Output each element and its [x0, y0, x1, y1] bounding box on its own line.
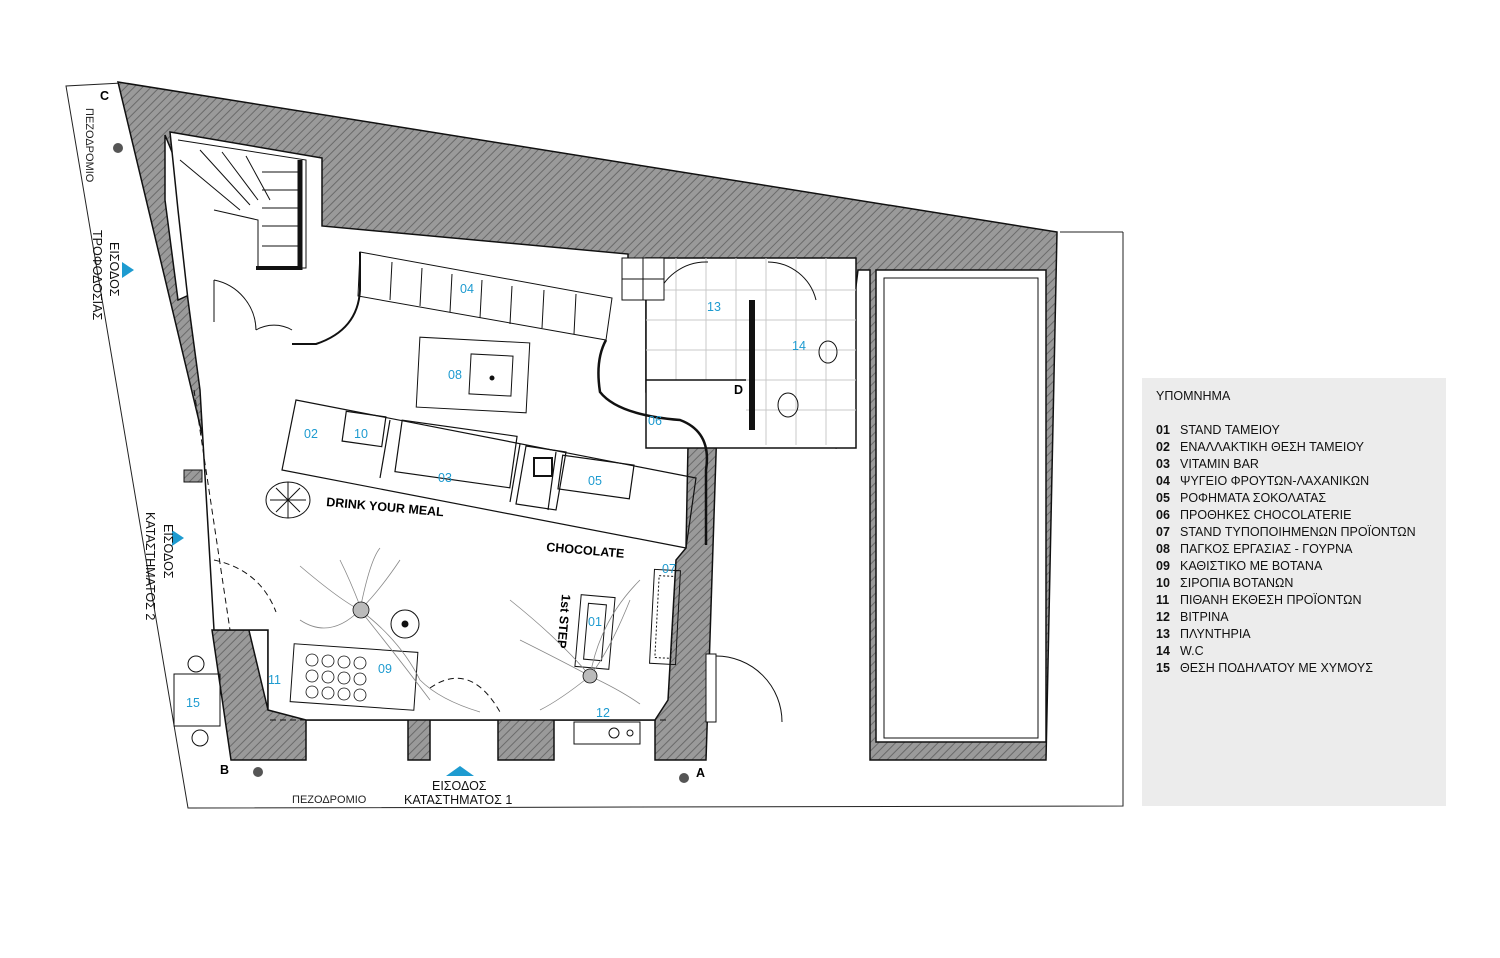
- label-sidewalk-bottom: ΠΕΖΟΔΡΟΜΙΟ: [292, 794, 367, 806]
- doors: [213, 279, 783, 723]
- column-markers: [113, 143, 689, 783]
- label-entrance-supply-1: ΕΙΣΟΔΟΣ: [107, 242, 121, 297]
- corner-a: A: [696, 766, 705, 780]
- label-11: 11: [268, 673, 281, 687]
- label-06: 06: [648, 414, 662, 428]
- label-08: 08: [448, 368, 462, 382]
- label-entrance-supply-2: ΤΡΟΦΟΔΟΣΙΑΣ: [90, 230, 104, 320]
- label-entrance-shop1-1: ΕΙΣΟΔΟΣ: [432, 779, 487, 793]
- showcase-counter: [573, 721, 641, 745]
- dashed-outlines: [193, 389, 668, 721]
- label-13: 13: [707, 300, 721, 314]
- corner-d: D: [734, 383, 743, 397]
- staircase: [177, 139, 307, 270]
- work-bench: [415, 336, 531, 414]
- product-stand: [649, 568, 681, 666]
- label-first-step: 1st STEP: [554, 594, 573, 649]
- legend-title: ΥΠΟΜΝΗΜΑ: [1156, 389, 1231, 403]
- corner-c: C: [100, 89, 109, 103]
- entrance-arrows: [122, 262, 474, 776]
- label-05: 05: [588, 474, 602, 488]
- label-sidewalk-left: ΠΕΖΟΔΡΟΜΙΟ: [83, 108, 95, 183]
- corner-b: B: [220, 763, 229, 777]
- label-10: 10: [354, 427, 368, 441]
- label-01: 01: [588, 615, 602, 629]
- label-entrance-shop2-2: ΚΑΤΑΣΤΗΜΑΤΟΣ 2: [143, 512, 157, 620]
- label-entrance-shop2-1: ΕΙΣΟΔΟΣ: [161, 524, 175, 579]
- counter-bar: [281, 399, 697, 549]
- label-14: 14: [792, 339, 806, 353]
- label-15: 15: [186, 696, 200, 710]
- label-02: 02: [304, 427, 318, 441]
- label-09: 09: [378, 662, 392, 676]
- bicycle-stand: [173, 655, 221, 747]
- fridge-unit: [292, 251, 709, 545]
- wc-area: [621, 257, 857, 449]
- label-entrance-shop1-2: ΚΑΤΑΣΤΗΜΑΤΟΣ 1: [404, 793, 512, 807]
- adjacent-unit: [875, 269, 1047, 743]
- plant-pot: [265, 481, 311, 519]
- stool: [390, 609, 420, 639]
- label-12: 12: [596, 706, 610, 720]
- label-03: 03: [438, 471, 452, 485]
- sidewalk-outline: [65, 82, 1124, 809]
- label-07: 07: [662, 562, 676, 576]
- branch-sculptures: [299, 547, 641, 713]
- column-left: [183, 469, 203, 483]
- label-04: 04: [460, 282, 474, 296]
- label-chocolate: CHOCOLATE: [546, 540, 625, 561]
